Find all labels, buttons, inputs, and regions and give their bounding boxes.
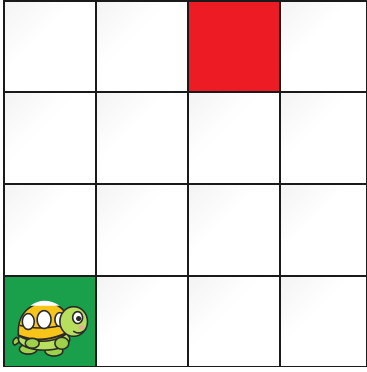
grid-line-horizontal xyxy=(4,0,367,2)
grid-line-horizontal xyxy=(4,183,367,185)
grid-line-horizontal xyxy=(4,366,367,368)
grid-cell xyxy=(4,92,96,184)
grid-cell xyxy=(188,184,280,276)
grid-line-horizontal xyxy=(4,91,367,93)
target-cell xyxy=(188,0,280,92)
grid-cell xyxy=(188,92,280,184)
grid-cell xyxy=(4,0,96,92)
grid-cell xyxy=(280,276,367,367)
turtle-icon xyxy=(10,286,90,361)
grid-cell xyxy=(280,0,367,92)
grid-cell xyxy=(96,184,188,276)
grid-cell xyxy=(280,92,367,184)
grid-cell xyxy=(4,184,96,276)
grid-cell xyxy=(96,276,188,367)
grid-cell xyxy=(280,184,367,276)
grid-cell xyxy=(188,276,280,367)
grid-cell xyxy=(96,92,188,184)
grid-cell xyxy=(96,0,188,92)
grid-line-horizontal xyxy=(4,275,367,277)
